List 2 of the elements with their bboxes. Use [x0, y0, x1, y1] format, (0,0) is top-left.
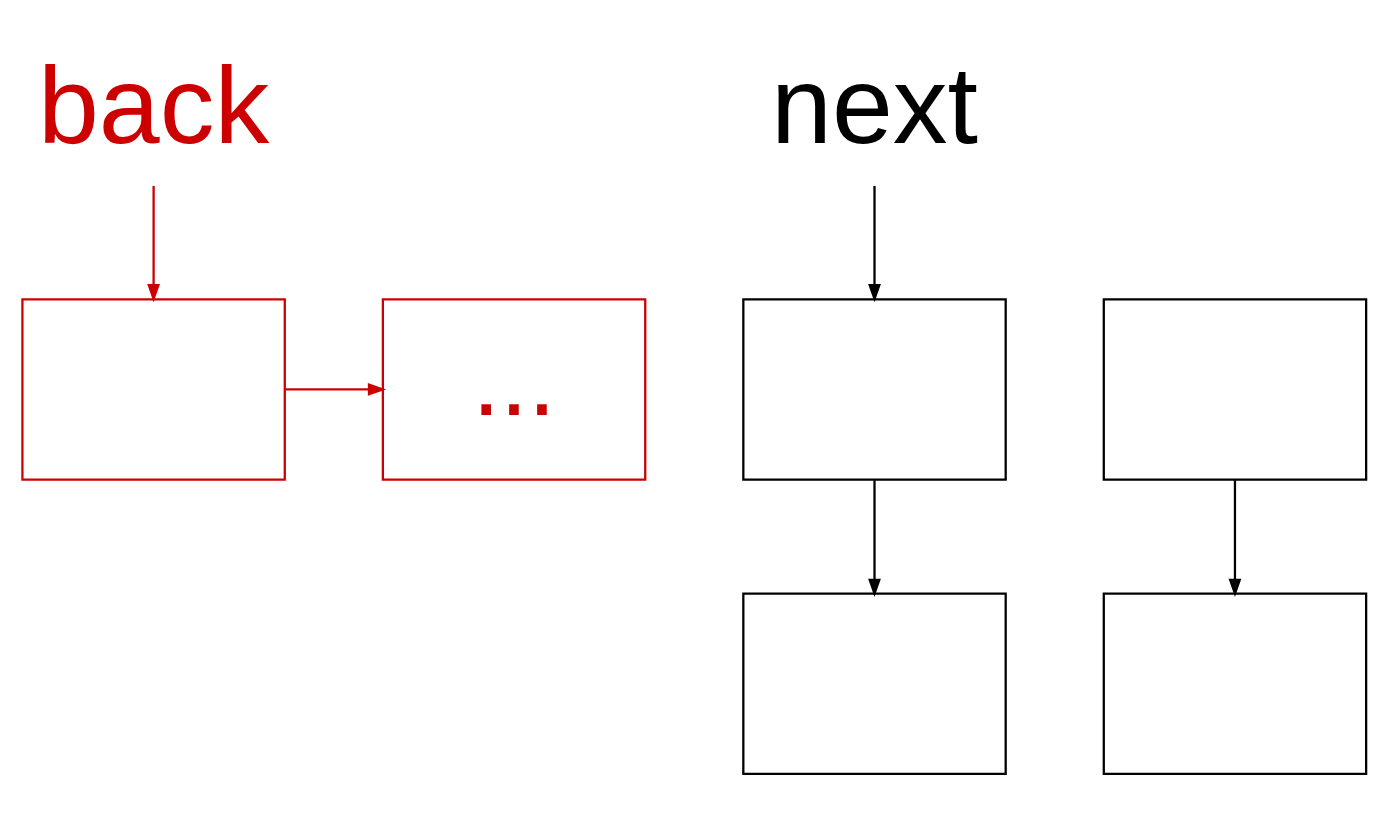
node-text: next: [771, 43, 978, 166]
node-text: back: [37, 43, 270, 166]
